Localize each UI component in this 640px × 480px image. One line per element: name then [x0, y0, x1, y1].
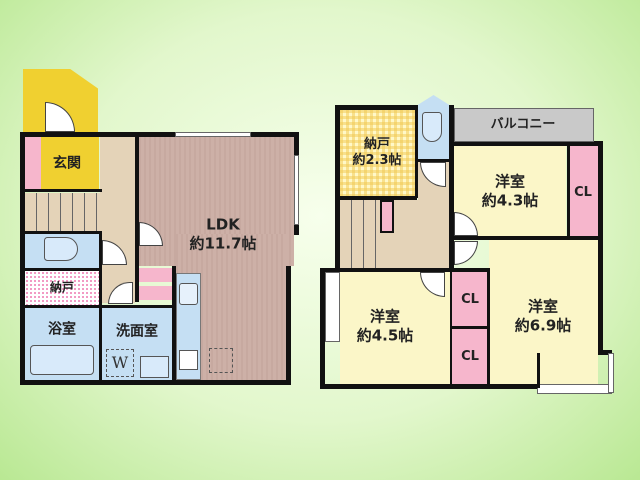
- room-6-9-door: [454, 241, 478, 265]
- fridge-space-icon: [209, 348, 233, 373]
- storage-1f-label: 納戸: [49, 280, 75, 295]
- room-entrance: [41, 137, 99, 191]
- ldk-window-top: [175, 132, 251, 137]
- storage-2f-name: 納戸: [363, 136, 390, 152]
- bathtub-icon: [30, 345, 94, 375]
- closet-4-3-label: CL: [574, 184, 592, 200]
- room-6-9-label: 洋室 約6.9帖: [515, 297, 572, 335]
- entrance-label: 玄関: [53, 155, 81, 172]
- room-4-3-name: 洋室: [494, 172, 526, 191]
- balcony: [454, 108, 594, 142]
- ldk-label: LDK 約11.7帖: [189, 215, 256, 253]
- room-4-5-size: 約4.5帖: [356, 326, 414, 344]
- toilet-2f-icon: [422, 112, 442, 142]
- balcony-label: バルコニー: [490, 116, 556, 132]
- closet-2f-upper: [452, 272, 488, 326]
- closet-lower-label: CL: [461, 348, 479, 364]
- shoe-closet: [25, 137, 41, 191]
- staircase-2f: [340, 200, 385, 268]
- closet-1f-b: [139, 286, 172, 300]
- bath-label: 浴室: [48, 321, 76, 338]
- toilet-icon: [44, 237, 78, 261]
- stove-icon: [179, 350, 198, 370]
- ldk-window-right: [294, 155, 299, 225]
- washroom-label: 洗面室: [116, 323, 158, 340]
- closet-upper-label: CL: [461, 291, 479, 307]
- closet-1f-a: [139, 268, 172, 282]
- ldk-size: 約11.7帖: [189, 234, 257, 252]
- storage-2f-size: 約2.3帖: [352, 153, 402, 168]
- hallway-1f: [100, 137, 135, 303]
- storage-2f-label: 納戸 約2.3帖: [352, 137, 401, 170]
- room-4-5-label: 洋室 約4.5帖: [357, 307, 414, 345]
- sink-icon: [140, 356, 169, 378]
- room-6-9-window: [537, 384, 612, 394]
- washer-icon: W: [106, 349, 134, 377]
- kitchen-sink-icon: [179, 283, 198, 305]
- room-storage-2f: [340, 110, 415, 196]
- ldk-name: LDK: [206, 215, 240, 234]
- room-4-3-size: 約4.3帖: [481, 191, 539, 209]
- room-6-9-name: 洋室: [527, 297, 559, 316]
- room-4-5-name: 洋室: [369, 307, 401, 326]
- staircase-1f: [25, 193, 100, 231]
- closet-2f-lower: [452, 329, 488, 384]
- closet-4-3: [567, 146, 598, 237]
- room-storage-1f: [25, 271, 99, 305]
- hall-closet-2f: [380, 200, 394, 233]
- room-4-3-label: 洋室 約4.3帖: [482, 172, 539, 210]
- room-6-9-size: 約6.9帖: [514, 316, 572, 334]
